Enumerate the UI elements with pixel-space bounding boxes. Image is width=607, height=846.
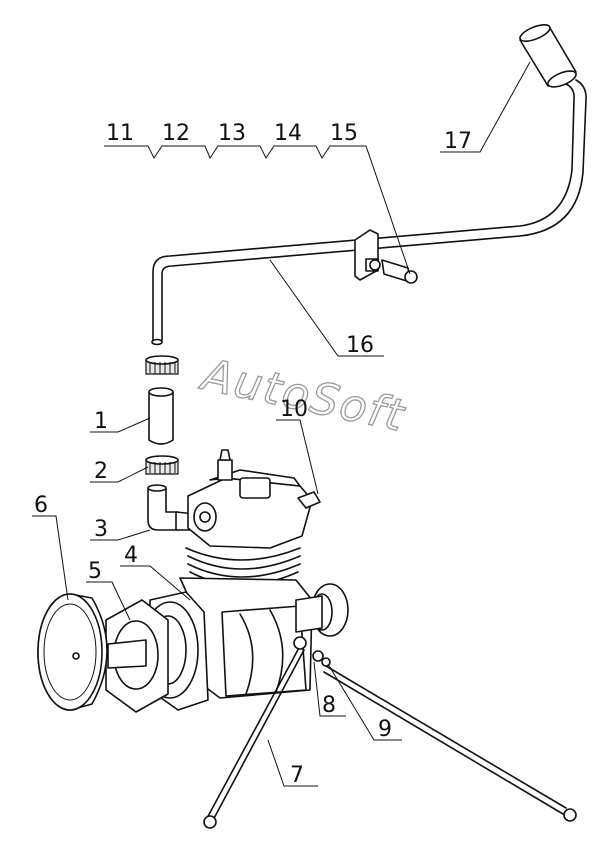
callout-7: 7 xyxy=(290,763,304,788)
watermark-text: AutoSoft xyxy=(195,349,410,442)
outlet-pipe xyxy=(151,24,587,346)
gasket-and-pulley xyxy=(37,593,169,713)
callout-12: 12 xyxy=(162,121,190,146)
callout-5: 5 xyxy=(88,559,102,584)
callout-8: 8 xyxy=(322,693,336,718)
callout-4: 4 xyxy=(124,543,138,568)
callout-13: 13 xyxy=(218,121,246,146)
pull-rods xyxy=(203,636,577,829)
callout-2: 2 xyxy=(94,459,108,484)
callout-11: 11 xyxy=(106,121,134,146)
callout-9: 9 xyxy=(378,717,392,742)
leader-lines xyxy=(32,61,531,787)
pipe-clamp-assembly xyxy=(354,229,418,284)
callout-17: 17 xyxy=(444,129,472,154)
callout-14: 14 xyxy=(274,121,302,146)
sleeve-and-nuts xyxy=(145,355,179,475)
callout-1: 1 xyxy=(94,409,108,434)
callout-15: 15 xyxy=(330,121,358,146)
callout-16: 16 xyxy=(346,333,374,358)
callout-6: 6 xyxy=(34,493,48,518)
callout-10: 10 xyxy=(280,397,308,422)
callout-labels: 1 2 3 4 5 6 7 8 9 10 11 12 13 14 15 16 1… xyxy=(34,121,472,788)
callout-3: 3 xyxy=(94,517,108,542)
